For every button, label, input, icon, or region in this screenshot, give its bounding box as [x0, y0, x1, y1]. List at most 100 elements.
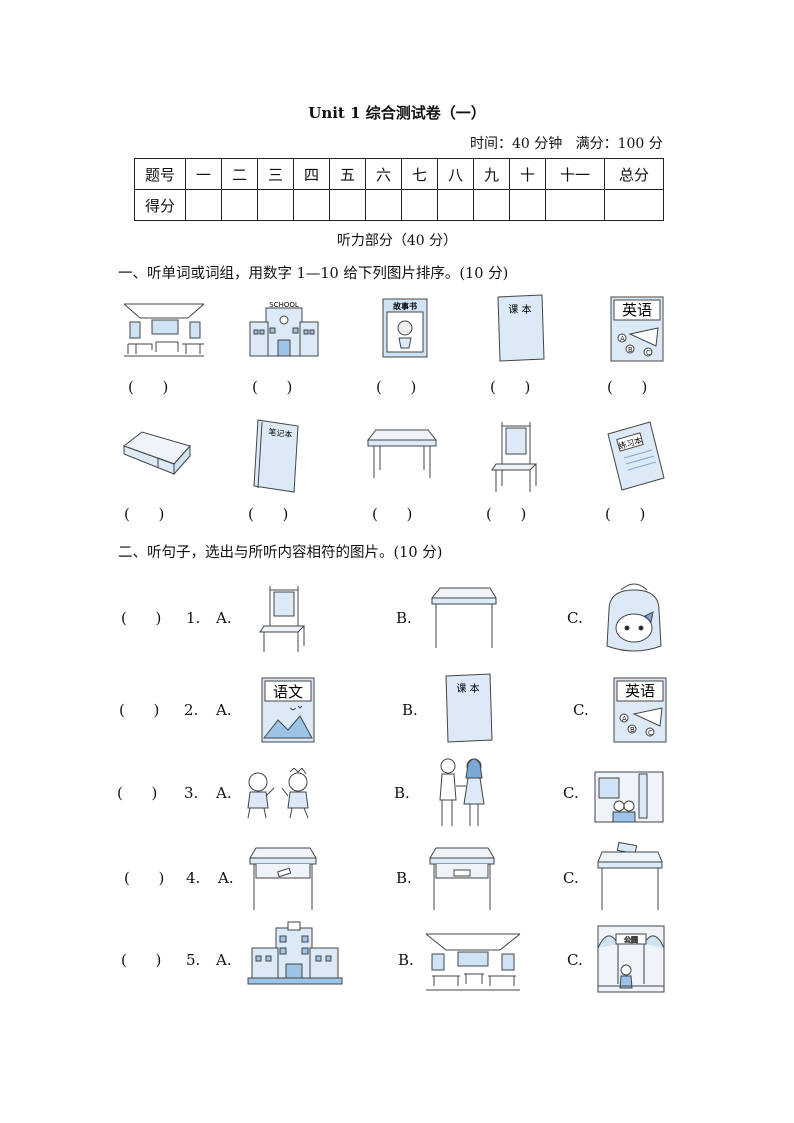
score-input-cell[interactable]	[545, 189, 605, 221]
score-input-cell[interactable]	[437, 189, 474, 221]
score-input-cell[interactable]	[329, 189, 366, 221]
question-number: 3.	[184, 784, 199, 802]
answer-blank[interactable]: ( )	[121, 609, 162, 627]
answer-blank[interactable]: ( )	[248, 505, 289, 523]
english-book-title: 英语	[625, 682, 655, 700]
park-gate-option[interactable]: 公园	[596, 924, 666, 994]
svg-text:A: A	[622, 715, 627, 723]
school-picture: SCHOOL	[249, 301, 319, 357]
option-c-label: C.	[563, 784, 579, 802]
section1-heading: 一、听单词或词组，用数字 1—10 给下列图片排序。(10 分)	[118, 266, 509, 282]
listening-heading: 听力部分（40 分）	[336, 233, 458, 249]
option-b-label: B.	[396, 869, 412, 887]
svg-text:B: B	[630, 726, 635, 734]
desk-with-book-option[interactable]	[426, 846, 498, 912]
classroom-option[interactable]	[424, 930, 522, 992]
book-on-desk-option[interactable]	[594, 842, 666, 912]
score-input-cell[interactable]	[473, 189, 510, 221]
table-cell: 六	[365, 158, 402, 190]
answer-blank[interactable]: ( )	[490, 378, 531, 396]
english-book-title: 英语	[622, 301, 652, 319]
answer-blank[interactable]: ( )	[607, 378, 648, 396]
option-c-label: C.	[573, 701, 589, 719]
score-input-cell[interactable]	[509, 189, 546, 221]
park-sign-text: 公园	[624, 936, 638, 944]
desk-option[interactable]	[430, 586, 498, 650]
option-c-label: C.	[567, 951, 583, 969]
option-c-label: C.	[563, 869, 579, 887]
table-cell: 题号	[134, 158, 186, 190]
answer-blank[interactable]: ( )	[128, 378, 169, 396]
section2-heading: 二、听句子，选出与所听内容相符的图片。(10 分)	[118, 545, 443, 561]
time-info: 时间：40 分钟 满分：100 分	[470, 136, 663, 152]
table-cell: 九	[473, 158, 510, 190]
svg-text:B: B	[628, 346, 633, 354]
option-b-label: B.	[398, 951, 414, 969]
option-a-label: A.	[216, 701, 232, 719]
answer-blank[interactable]: ( )	[124, 505, 165, 523]
desk-with-eraser-option[interactable]	[246, 846, 320, 912]
school-sign-text: SCHOOL	[269, 301, 299, 309]
table-cell: 三	[257, 158, 294, 190]
option-b-label: B.	[402, 701, 418, 719]
handshake-option[interactable]	[432, 756, 492, 830]
score-table-header-row: 题号 一 二 三 四 五 六 七 八 九 十 十一 总分	[134, 158, 664, 190]
table-cell: 十	[509, 158, 546, 190]
textbook-picture: 课 本	[497, 294, 545, 362]
score-input-cell[interactable]	[185, 189, 222, 221]
question-number: 5.	[186, 951, 201, 969]
question-number: 4.	[186, 869, 201, 887]
option-a-label: A.	[218, 869, 234, 887]
score-input-cell[interactable]	[221, 189, 258, 221]
school-building-option[interactable]	[246, 920, 344, 986]
answer-blank[interactable]: ( )	[117, 784, 158, 802]
table-cell: 四	[293, 158, 330, 190]
answer-blank[interactable]: ( )	[124, 869, 165, 887]
notebook-picture: 笔记本	[253, 419, 299, 493]
score-table-score-row: 得分	[134, 189, 664, 221]
option-b-label: B.	[396, 609, 412, 627]
textbook-option[interactable]: 课 本	[440, 672, 496, 744]
storybook-title: 故事书	[393, 301, 417, 311]
table-cell: 七	[401, 158, 438, 190]
page-title: Unit 1 综合测试卷（一）	[308, 104, 486, 122]
table-cell: 十一	[545, 158, 605, 190]
answer-blank[interactable]: ( )	[372, 505, 413, 523]
score-input-cell[interactable]	[365, 189, 402, 221]
english-book-option[interactable]: 英语 A B C	[612, 676, 668, 744]
chinese-book-title: 语文	[273, 683, 303, 701]
answer-blank[interactable]: ( )	[119, 701, 160, 719]
answer-blank[interactable]: ( )	[376, 378, 417, 396]
answer-blank[interactable]: ( )	[252, 378, 293, 396]
question-number: 1.	[186, 609, 201, 627]
table-cell: 五	[329, 158, 366, 190]
textbook-title: 课 本	[508, 303, 531, 316]
score-input-cell[interactable]	[293, 189, 330, 221]
question-number: 2.	[184, 701, 199, 719]
option-c-label: C.	[567, 609, 583, 627]
storybook-picture: 故事书	[382, 298, 428, 358]
svg-text:C: C	[648, 729, 653, 737]
table-cell: 一	[185, 158, 222, 190]
two-boys-greeting-option[interactable]	[242, 768, 318, 820]
score-input-cell[interactable]	[604, 189, 664, 221]
classroom-kids-option[interactable]	[593, 768, 665, 824]
answer-blank[interactable]: ( )	[605, 505, 646, 523]
english-book-picture: 英语 A B C	[610, 296, 664, 362]
chair-picture	[491, 422, 538, 492]
answer-blank[interactable]: ( )	[121, 951, 162, 969]
schoolbag-option[interactable]	[601, 580, 667, 656]
option-a-label: A.	[216, 951, 232, 969]
chair-option[interactable]	[258, 584, 310, 654]
chinese-book-option[interactable]: 语文	[260, 676, 316, 744]
score-input-cell[interactable]	[401, 189, 438, 221]
answer-blank[interactable]: ( )	[486, 505, 527, 523]
score-table: 题号 一 二 三 四 五 六 七 八 九 十 十一 总分 得分	[134, 158, 664, 221]
exercise-book-picture: 练习本	[607, 421, 665, 491]
option-a-label: A.	[216, 784, 232, 802]
option-a-label: A.	[216, 609, 232, 627]
score-input-cell[interactable]	[257, 189, 294, 221]
textbook-title: 课 本	[456, 682, 479, 695]
desk-picture	[366, 429, 438, 478]
table-cell: 二	[221, 158, 258, 190]
